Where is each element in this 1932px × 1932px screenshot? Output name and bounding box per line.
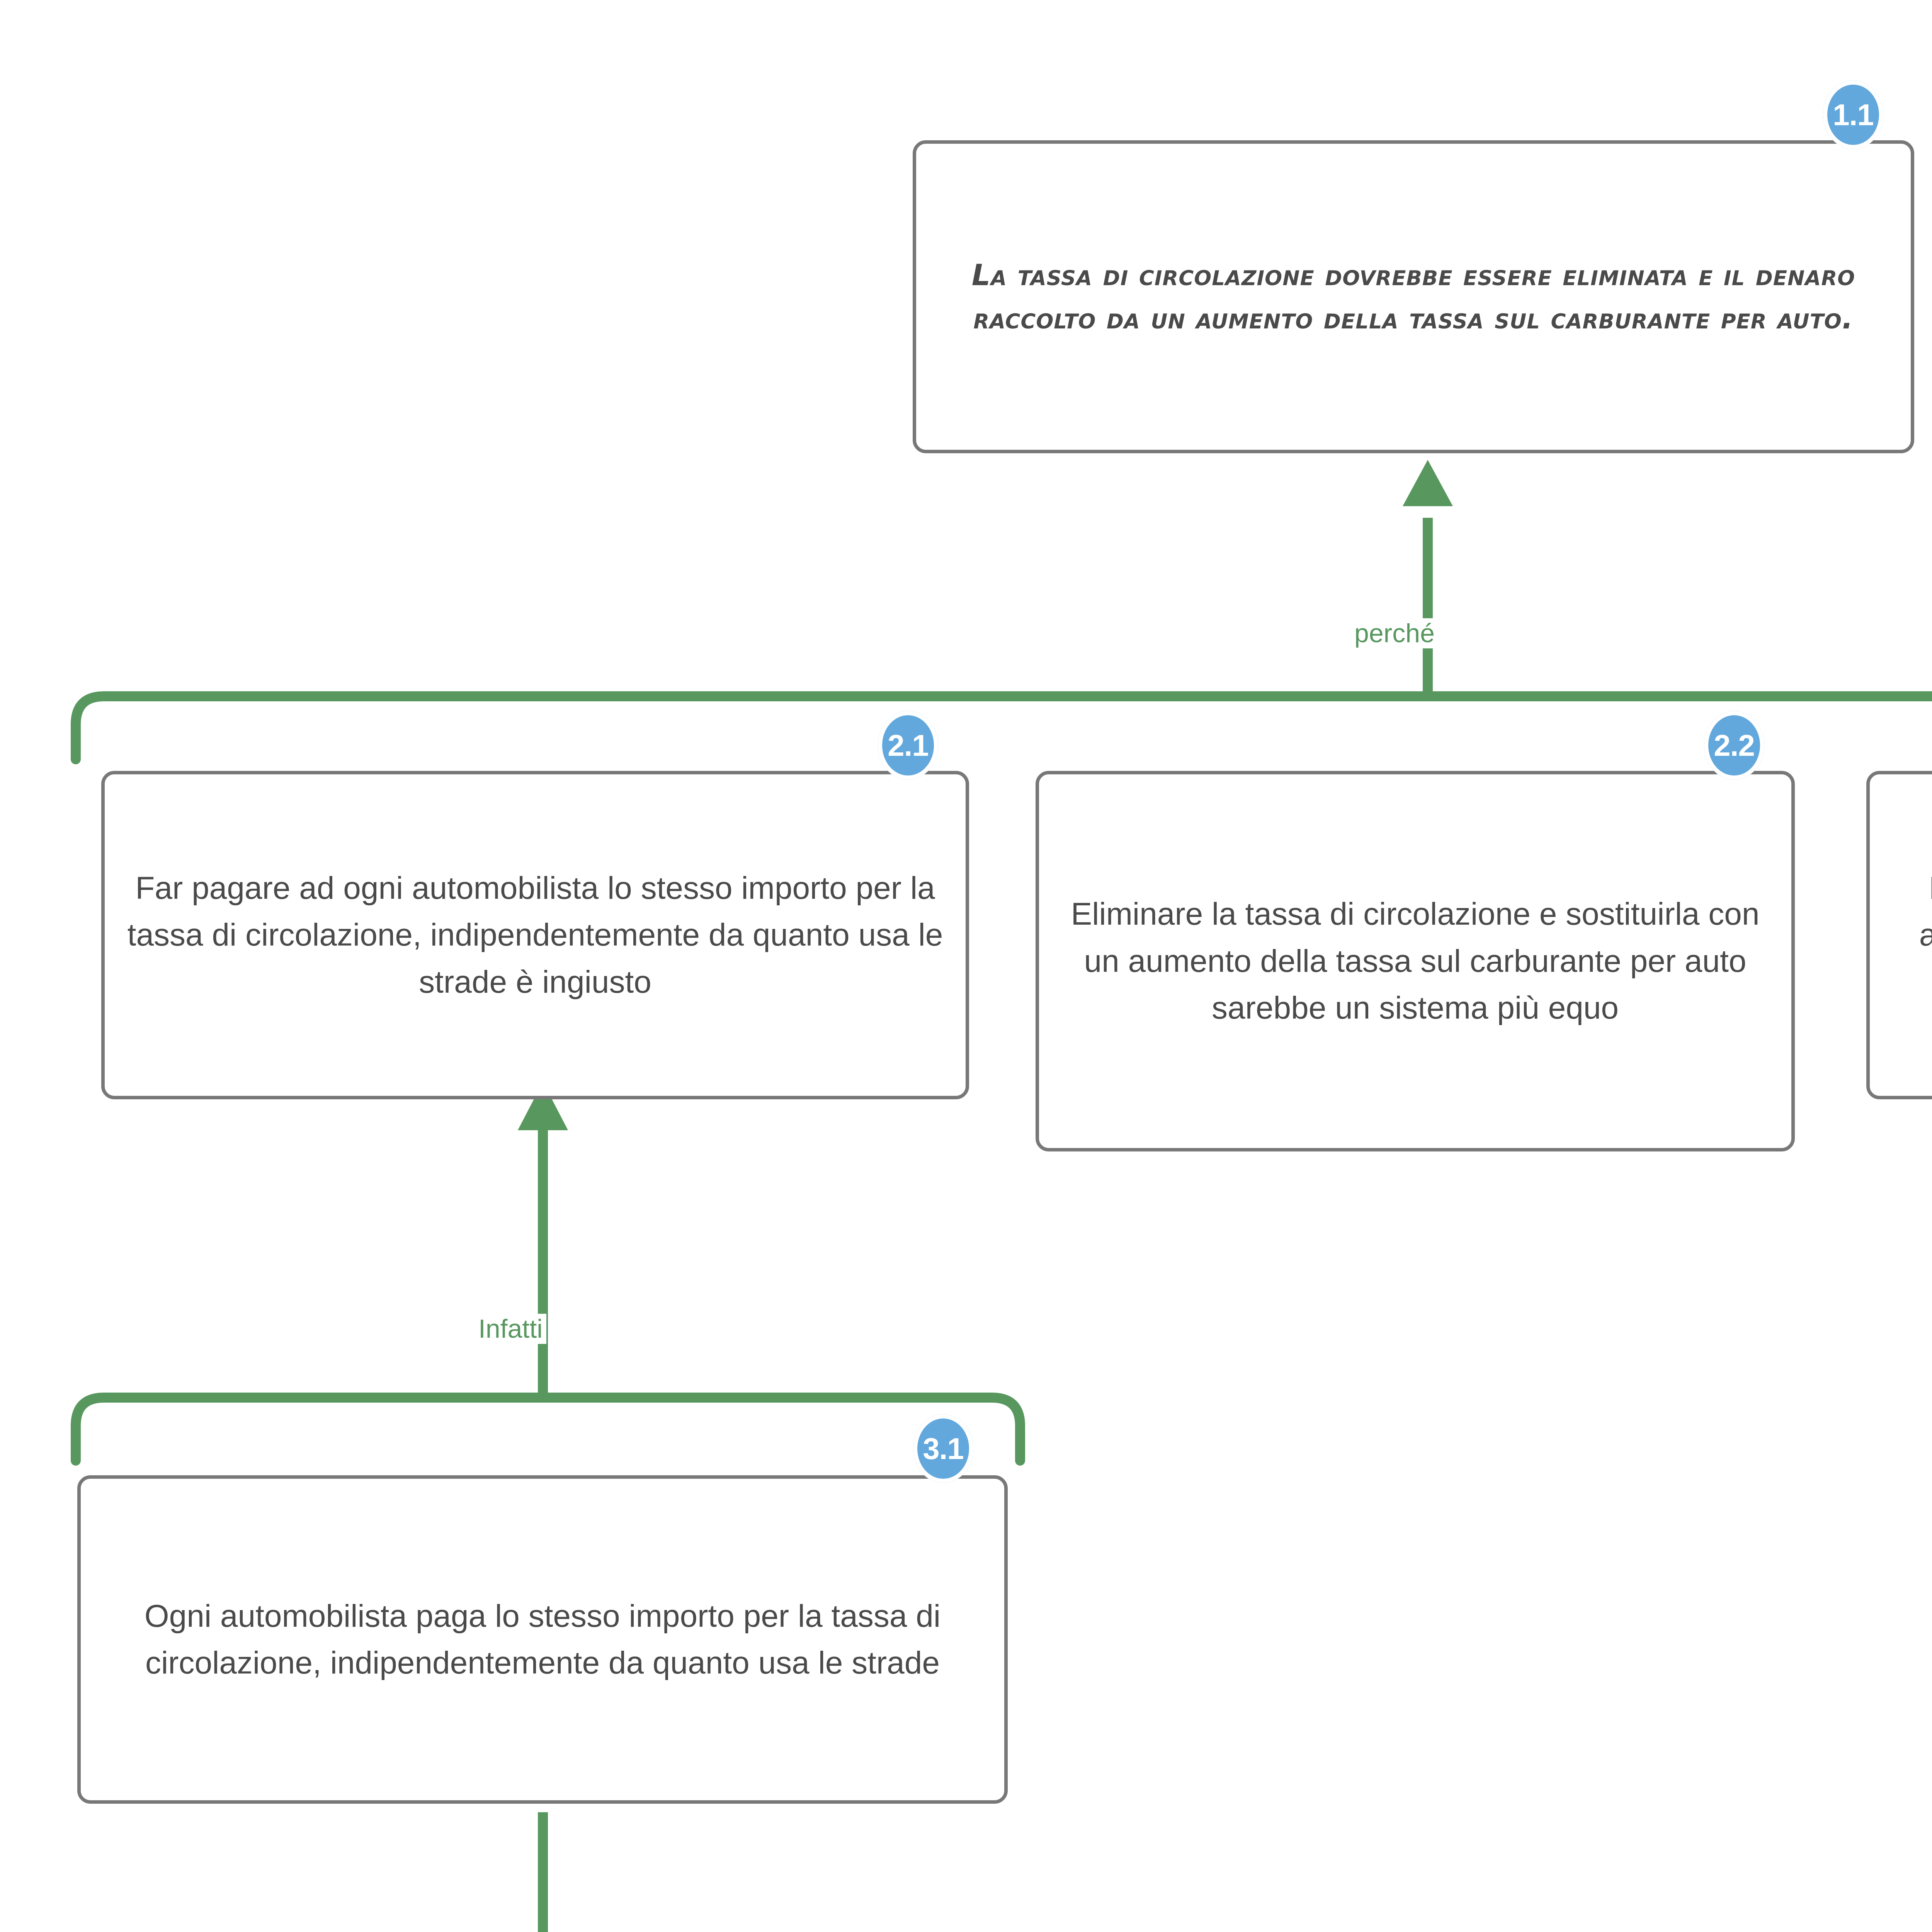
node-2-2-text: Eliminare la tassa di circolazione e sos… (1071, 896, 1760, 1026)
node-2-3[interactable]: Eliminare la tassa di circolazione e sos… (1866, 771, 1932, 1099)
badge-1-1: 1.1 (1823, 80, 1883, 149)
badge-3-1: 3.1 (913, 1414, 973, 1483)
connector-per-esempio (538, 1812, 548, 1932)
edge-label-perche: perché (1350, 618, 1439, 648)
badge-2-2-label: 2.2 (1714, 728, 1755, 762)
badge-3-1-label: 3.1 (923, 1432, 964, 1466)
node-2-1-text: Far pagare ad ogni automobilista lo stes… (127, 870, 943, 1000)
node-3-1-text: Ogni automobilista paga lo stesso import… (144, 1598, 941, 1680)
badge-2-1-label: 2.1 (888, 728, 929, 762)
node-1-1[interactable]: La tassa di circolazione dovrebbe essere… (913, 140, 1914, 453)
node-3-1[interactable]: Ogni automobilista paga lo stesso import… (77, 1475, 1008, 1804)
badge-2-2: 2.2 (1704, 711, 1764, 780)
badge-2-1: 2.1 (878, 711, 938, 780)
node-2-1[interactable]: Far pagare ad ogni automobilista lo stes… (101, 771, 969, 1099)
node-2-3-text: Eliminare la tassa di circolazione e sos… (1919, 871, 1932, 953)
connector-infatti (71, 1082, 1025, 1466)
node-2-2[interactable]: Eliminare la tassa di circolazione e sos… (1036, 771, 1795, 1151)
edge-label-infatti: Infatti (474, 1314, 547, 1344)
badge-1-1-label: 1.1 (1833, 98, 1874, 132)
connector-perche (71, 460, 1932, 764)
node-1-1-text: La tassa di circolazione dovrebbe essere… (971, 257, 1855, 335)
